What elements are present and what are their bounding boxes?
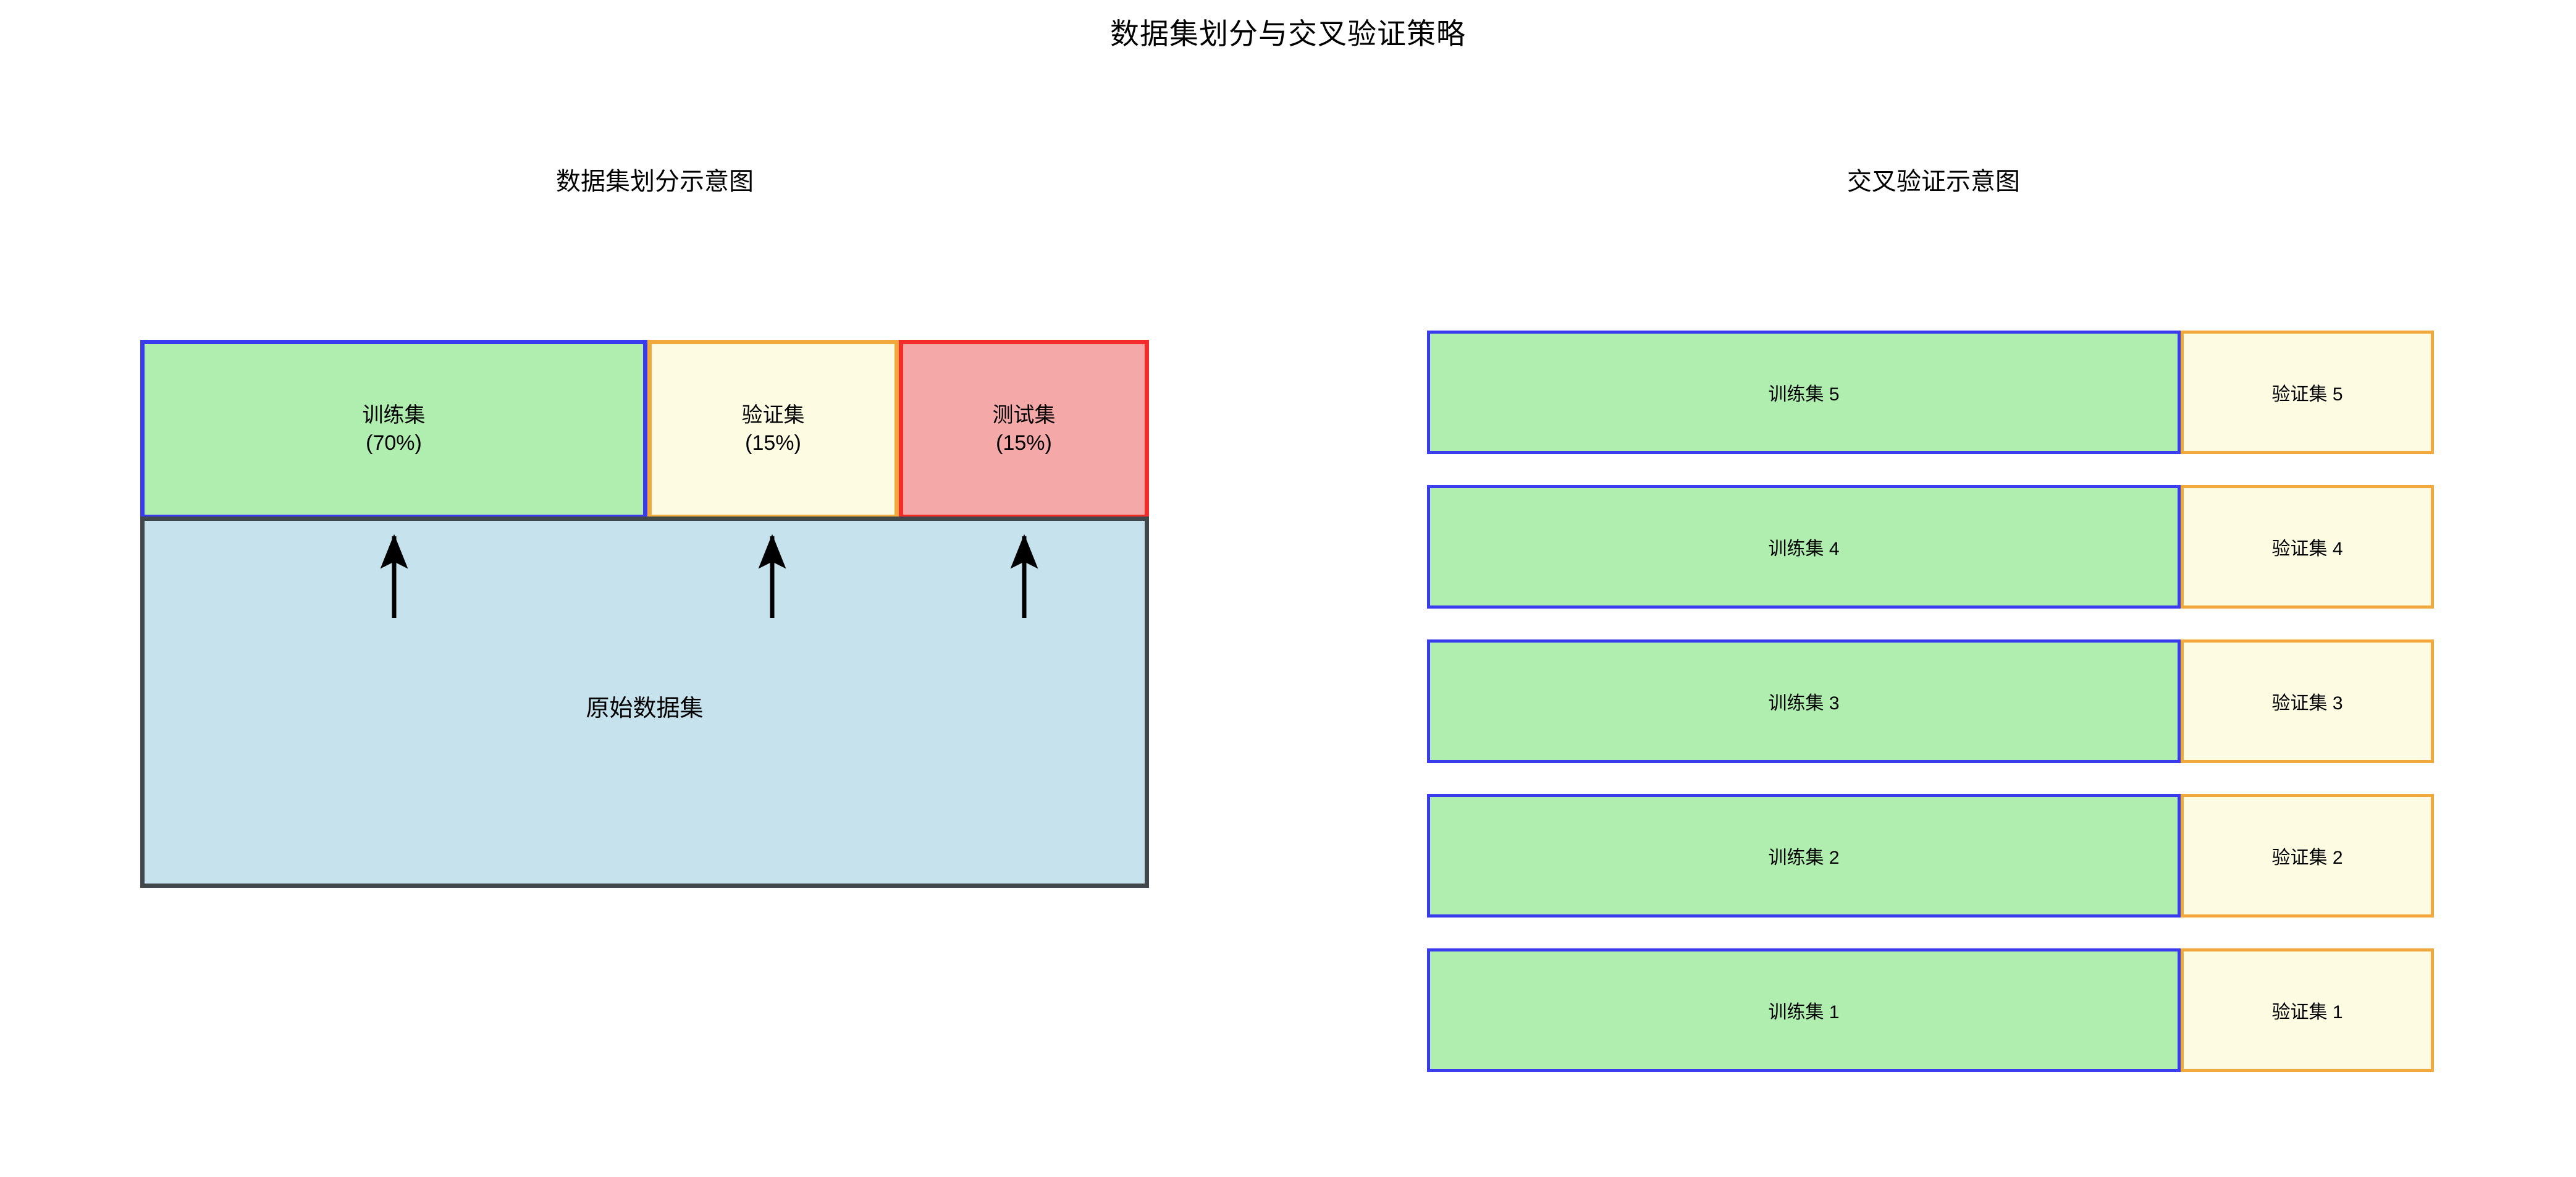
fold-row: 训练集 1 验证集 1 [1427,948,2434,1072]
split-row: 训练集 (70%) 验证集 (15%) 测试集 (15%) [140,340,1149,519]
fold-validation-segment: 验证集 2 [2181,794,2434,918]
original-dataset-box: 原始数据集 [140,517,1149,888]
split-box-test: 测试集 (15%) [899,340,1149,519]
fold-row: 训练集 4 验证集 4 [1427,485,2434,609]
split-test-percent: (15%) [996,431,1052,455]
split-train-percent: (70%) [366,431,422,455]
split-validation-percent: (15%) [745,431,801,455]
fold-train-segment: 训练集 1 [1427,948,2181,1072]
fold-row: 训练集 2 验证集 2 [1427,794,2434,918]
split-test-name: 测试集 [992,403,1056,428]
fold-validation-segment: 验证集 3 [2181,639,2434,763]
split-box-train: 训练集 (70%) [140,340,647,519]
fold-validation-segment: 验证集 1 [2181,948,2434,1072]
fold-train-segment: 训练集 5 [1427,331,2181,454]
fold-row: 训练集 3 验证集 3 [1427,639,2434,763]
fold-row: 训练集 5 验证集 5 [1427,331,2434,454]
fold-validation-segment: 验证集 5 [2181,331,2434,454]
fold-train-segment: 训练集 2 [1427,794,2181,918]
cv-panel-title: 交叉验证示意图 [1847,168,2020,195]
cv-folds: 训练集 5 验证集 5 训练集 4 验证集 4 训练集 3 验证集 3 训练集 … [1427,331,2434,1072]
fold-train-segment: 训练集 4 [1427,485,2181,609]
split-box-validation: 验证集 (15%) [647,340,899,519]
split-panel-title: 数据集划分示意图 [556,168,754,195]
fold-train-segment: 训练集 3 [1427,639,2181,763]
split-train-name: 训练集 [362,403,426,428]
split-validation-name: 验证集 [741,403,805,428]
original-dataset-label: 原始数据集 [586,696,704,722]
fold-validation-segment: 验证集 4 [2181,485,2434,609]
page-title: 数据集划分与交叉验证策略 [1110,17,1466,50]
